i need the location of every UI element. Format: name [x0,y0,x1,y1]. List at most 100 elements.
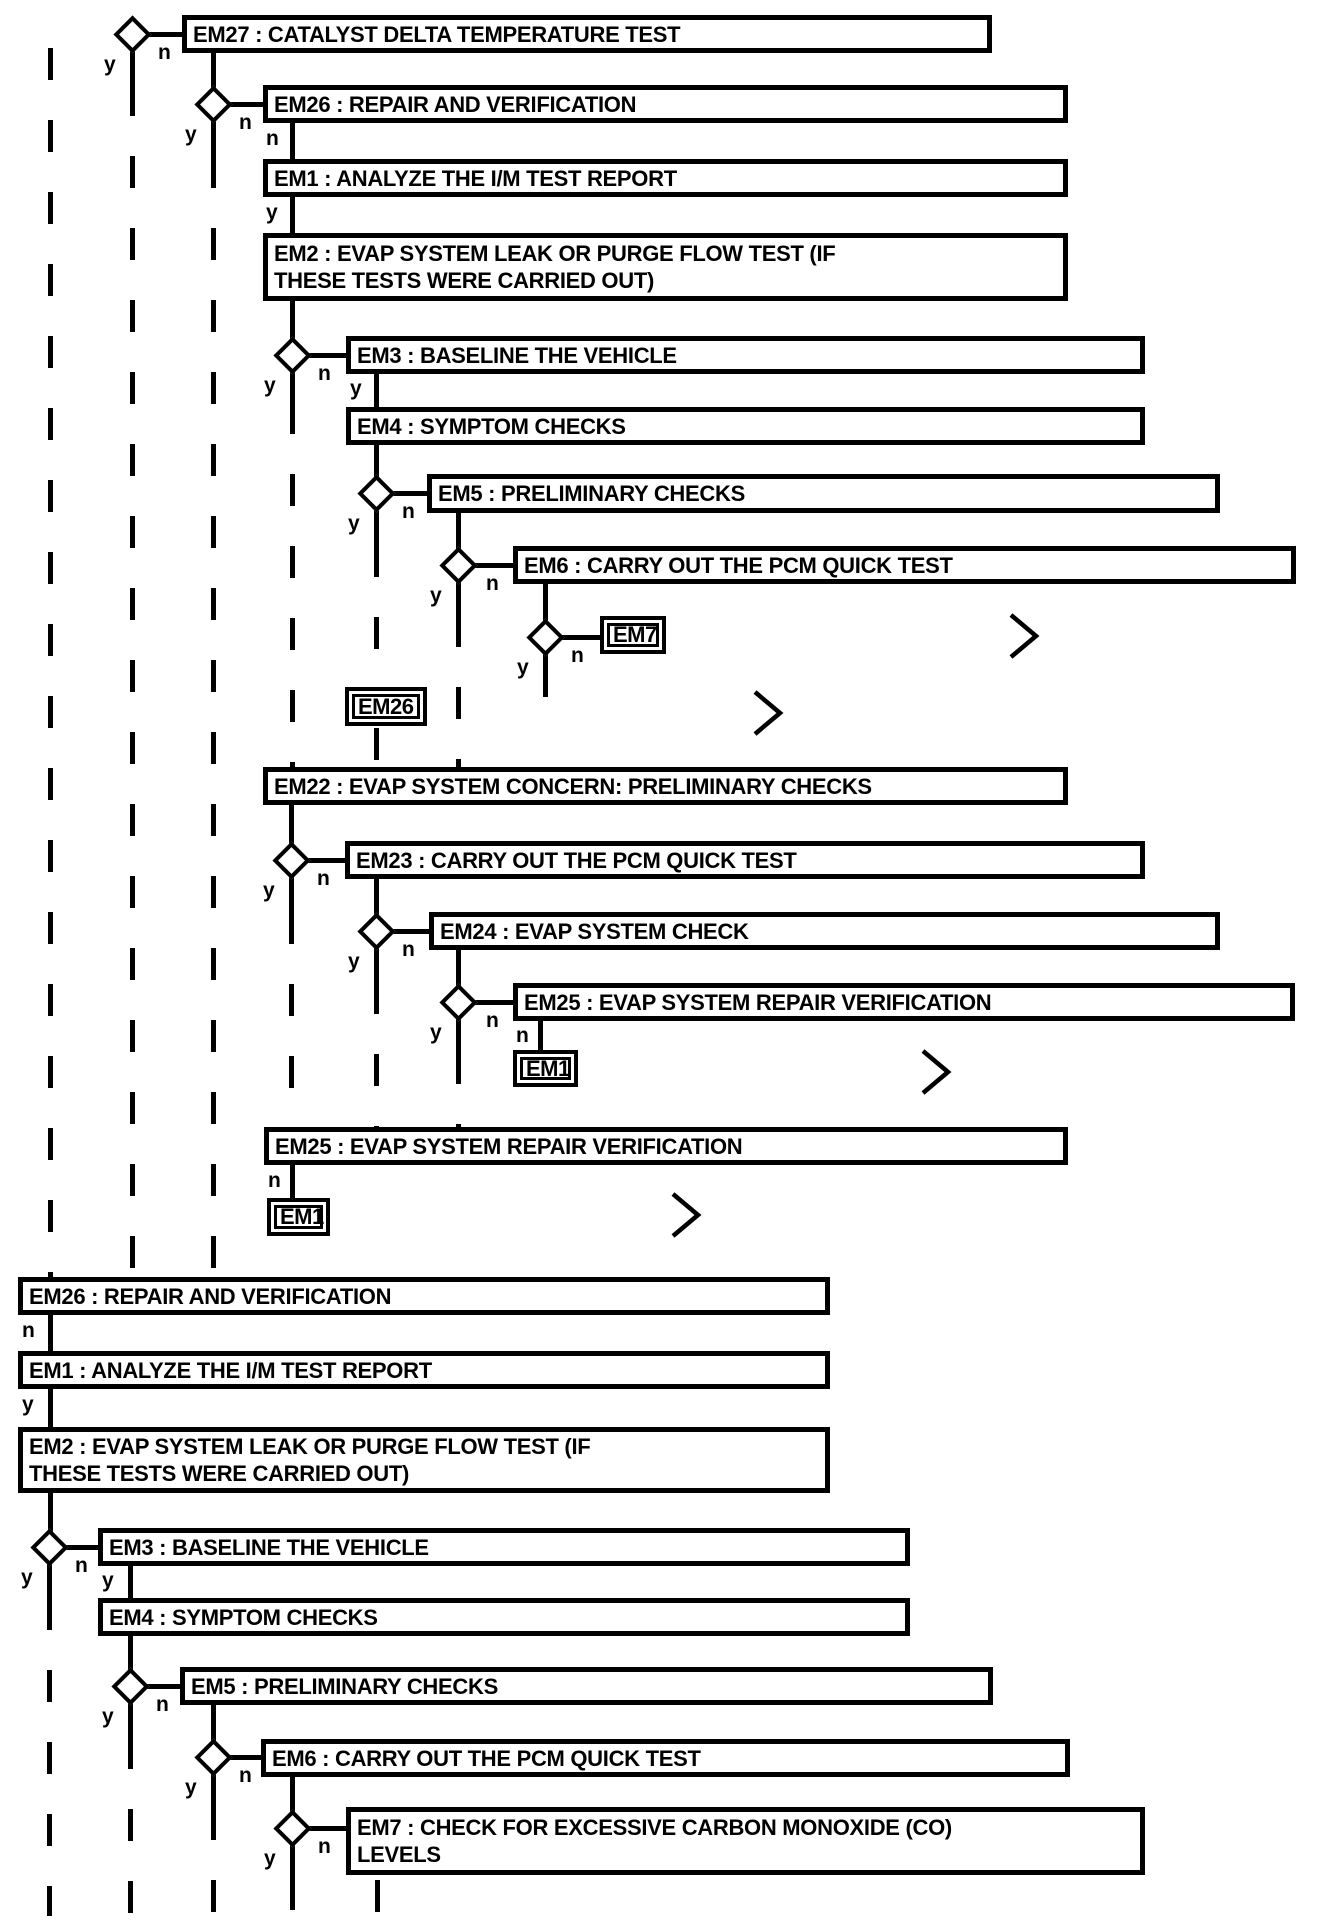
offpage-ref-em7: EM7 [600,616,666,654]
edge-em25b-em1ref2 [290,1165,295,1198]
dashed-line-d8p-yes [374,982,379,1127]
dashed-line-d11-yes [290,1878,295,1916]
dashed-line-d7-yes [289,912,294,1127]
decision-em26 [194,85,233,124]
stub-d3 [290,372,295,402]
label-yes: y [430,584,442,607]
edge-d2-em26 [230,102,263,107]
label-yes: y [264,374,276,397]
dashed-line-d3-yes [290,402,295,767]
edge-em3-em4 [374,374,379,408]
edge-em24-d9p [456,950,461,987]
edge-d6-em7ref [562,635,600,640]
node-em3-2: EM3 : BASELINE THE VEHICLE [98,1528,910,1566]
edge-em25-em1ref [538,1021,543,1050]
node-em6-2: EM6 : CARRY OUT THE PCM QUICK TEST [261,1739,1070,1777]
label-no: n [318,362,331,385]
offpage-chevron-icon [920,1048,952,1096]
edge-em1c-em2c [48,1389,53,1427]
decision-em7b [273,1809,312,1848]
edge-em5-d5 [456,513,461,550]
edge-d3-em3 [309,353,346,358]
stub-d4 [374,510,379,545]
offpage-chevron-icon [1008,612,1040,660]
decision-em3 [273,336,312,375]
dashed-line-d8-yes [47,1598,52,1916]
decision-em5b [111,1667,150,1706]
edge-em26c-em1c [48,1315,53,1351]
edge-d1-em27 [149,32,182,37]
edge-em1-em2 [290,197,295,234]
edge-em22-d7 [289,805,294,845]
node-em7-full: EM7 : CHECK FOR EXCESSIVE CARBON MONOXID… [346,1807,1145,1875]
label-yes: y [102,1705,114,1728]
label-no: n [158,41,171,64]
stub-d1 [130,51,135,84]
label-no: n [486,572,499,595]
decision-em23 [272,841,311,880]
label-yes: y [266,201,278,224]
edge-d4-em5 [393,491,427,496]
edge-em2-d3 [290,301,295,340]
node-em2-2: EM2 : EVAP SYSTEM LEAK OR PURGE FLOW TES… [18,1427,830,1493]
label-yes: y [102,1569,114,1592]
offpage-ref-em26: EM26 [345,687,427,726]
edge-em4b-d9 [128,1636,133,1671]
label-no: n [239,111,252,134]
label-no: n [486,1009,499,1032]
decision-em3b [30,1528,69,1567]
edge-d9p-em25 [475,1000,513,1005]
decision-em6 [439,546,478,585]
stub-d9p [456,1019,461,1052]
label-no: n [402,938,415,961]
stub-d2 [211,121,216,156]
dashed-line-em7-continues [375,1880,380,1916]
node-em5-2: EM5 : PRELIMINARY CHECKS [180,1667,993,1705]
label-yes: y [185,1776,197,1799]
edge-em5b-d10 [211,1705,216,1742]
edge-d11-em7b [309,1826,346,1831]
label-yes: y [348,950,360,973]
stub-d9 [128,1703,133,1737]
node-em25-2: EM25 : EVAP SYSTEM REPAIR VERIFICATION [264,1127,1068,1165]
offpage-ref-em1-b: EM1 [267,1198,330,1236]
edge-em2c-d8 [48,1493,53,1532]
node-em2-1: EM2 : EVAP SYSTEM LEAK OR PURGE FLOW TES… [263,233,1068,301]
edge-em6-d6 [543,584,548,622]
node-em4-1: EM4 : SYMPTOM CHECKS [346,407,1145,445]
label-no: n [239,1764,252,1787]
node-em25-1: EM25 : EVAP SYSTEM REPAIR VERIFICATION [513,983,1295,1021]
node-em3-1: EM3 : BASELINE THE VEHICLE [346,336,1145,374]
label-yes: y [517,656,529,679]
edge-d10-em6b [230,1755,261,1760]
offpage-ref-em1-a: EM1 [513,1050,578,1087]
stub-d8p [374,948,379,982]
decision-em25 [439,983,478,1022]
label-no: n [402,500,415,523]
label-no: n [318,1835,331,1858]
node-em23: EM23 : CARRY OUT THE PCM QUICK TEST [345,841,1145,879]
node-em27: EM27 : CATALYST DELTA TEMPERATURE TEST [182,15,992,53]
label-no: n [516,1024,529,1047]
node-em26-2: EM26 : REPAIR AND VERIFICATION [18,1277,830,1315]
edge-d9-em5b [147,1684,180,1689]
decision-em7 [526,618,565,657]
dashed-line-d9p-yes [456,1052,461,1127]
edge-d5-em6 [475,563,513,568]
offpage-chevron-icon [670,1191,702,1239]
decision-em6b [194,1738,233,1777]
dashed-line-d4-yes-upper [374,545,379,687]
node-em24: EM24 : EVAP SYSTEM CHECK [429,912,1220,950]
dashed-line-d4-yes-lower [374,728,379,767]
label-yes: y [21,1566,33,1589]
label-no: n [266,127,279,150]
dashed-line-d10-yes [211,1808,216,1916]
node-em5-1: EM5 : PRELIMINARY CHECKS [427,474,1220,513]
label-no: n [268,1169,281,1192]
label-yes: y [264,1847,276,1870]
label-yes: y [350,377,362,400]
stub-d8 [47,1564,52,1598]
node-em6-1: EM6 : CARRY OUT THE PCM QUICK TEST [513,546,1296,584]
dashed-line-d2-yes [211,156,216,1277]
decision-em27 [113,15,152,54]
